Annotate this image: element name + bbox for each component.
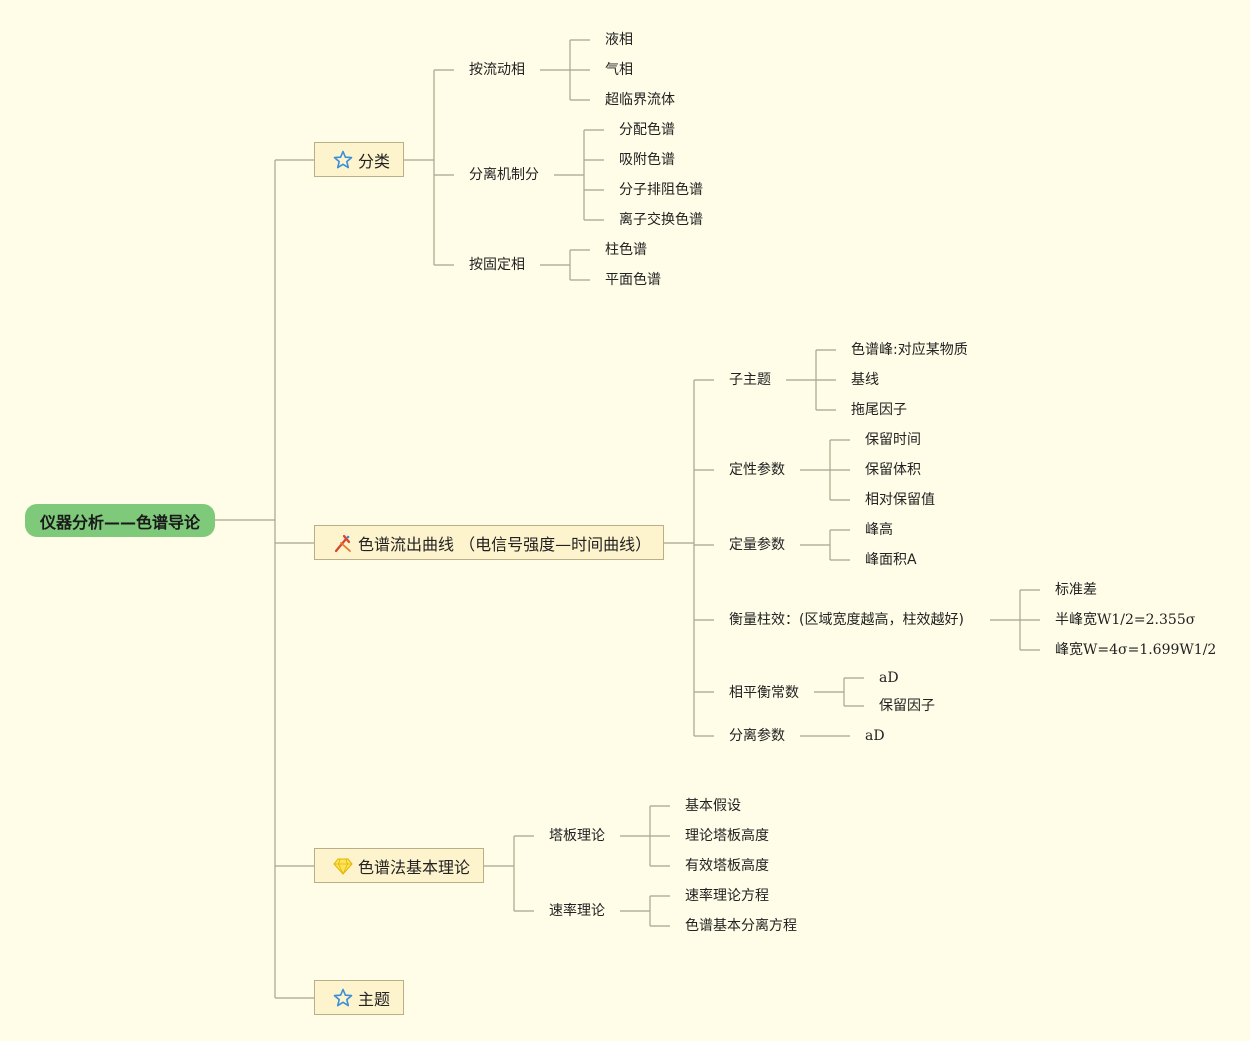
leaf-node[interactable]: 保留因子 <box>879 698 935 714</box>
leaf-node[interactable]: 峰高 <box>865 522 893 538</box>
leaf-node[interactable]: 离子交换色谱 <box>619 212 703 228</box>
node-equilibrium[interactable]: 相平衡常数 <box>729 685 799 701</box>
leaf-node[interactable]: 液相 <box>605 32 633 48</box>
node-qualitative[interactable]: 定性参数 <box>729 462 785 478</box>
leaf-node[interactable]: 平面色谱 <box>605 272 661 288</box>
branch-label: 分类 <box>358 151 391 171</box>
leaf-node[interactable]: aD <box>879 670 899 686</box>
leaf-node[interactable]: 相对保留值 <box>865 492 935 508</box>
leaf-node[interactable]: 色谱基本分离方程 <box>685 918 797 934</box>
node-by-stationary-phase[interactable]: 按固定相 <box>469 257 525 273</box>
node-efficiency[interactable]: 衡量柱效：(区域宽度越高，柱效越好) <box>729 612 964 628</box>
branch-topic[interactable]: 主题 <box>314 980 404 1015</box>
tools-icon <box>333 533 353 553</box>
branch-label: 主题 <box>358 989 391 1009</box>
node-rate-theory[interactable]: 速率理论 <box>549 903 605 919</box>
leaf-node[interactable]: 基本假设 <box>685 798 741 814</box>
leaf-node[interactable]: 基线 <box>851 372 879 388</box>
branch-label: 色谱流出曲线 （电信号强度—时间曲线） <box>358 534 652 554</box>
leaf-node[interactable]: 分子排阻色谱 <box>619 182 703 198</box>
leaf-node[interactable]: 速率理论方程 <box>685 888 769 904</box>
leaf-node[interactable]: 半峰宽W1/2=2.355σ <box>1055 612 1196 628</box>
leaf-node[interactable]: 气相 <box>605 62 633 78</box>
leaf-node[interactable]: 保留时间 <box>865 432 921 448</box>
star-icon <box>333 988 353 1008</box>
leaf-node[interactable]: 色谱峰:对应某物质 <box>851 342 968 358</box>
root-node[interactable]: 仪器分析——色谱导论 <box>25 504 215 537</box>
branch-label: 色谱法基本理论 <box>358 857 471 877</box>
leaf-node[interactable]: 峰面积A <box>865 552 917 568</box>
leaf-node[interactable]: aD <box>865 728 885 744</box>
leaf-node[interactable]: 柱色谱 <box>605 242 647 258</box>
node-plate-theory[interactable]: 塔板理论 <box>549 828 605 844</box>
leaf-node[interactable]: 标准差 <box>1055 582 1097 598</box>
node-by-mobile-phase[interactable]: 按流动相 <box>469 62 525 78</box>
leaf-node[interactable]: 拖尾因子 <box>851 402 907 418</box>
branch-theory[interactable]: 色谱法基本理论 <box>314 848 484 883</box>
node-subtopic[interactable]: 子主题 <box>729 372 771 388</box>
node-separation[interactable]: 分离参数 <box>729 728 785 744</box>
leaf-node[interactable]: 超临界流体 <box>605 92 675 108</box>
leaf-node[interactable]: 理论塔板高度 <box>685 828 769 844</box>
leaf-node[interactable]: 吸附色谱 <box>619 152 675 168</box>
branch-classification[interactable]: 分类 <box>314 142 404 177</box>
leaf-node[interactable]: 有效塔板高度 <box>685 858 769 874</box>
diamond-icon <box>333 856 353 876</box>
node-quantitative[interactable]: 定量参数 <box>729 537 785 553</box>
root-label: 仪器分析——色谱导论 <box>39 512 200 532</box>
star-icon <box>333 150 353 170</box>
leaf-node[interactable]: 分配色谱 <box>619 122 675 138</box>
node-by-mechanism[interactable]: 分离机制分 <box>469 167 539 183</box>
branch-curve[interactable]: 色谱流出曲线 （电信号强度—时间曲线） <box>314 525 664 560</box>
leaf-node[interactable]: 保留体积 <box>865 462 921 478</box>
leaf-node[interactable]: 峰宽W=4σ=1.699W1/2 <box>1055 642 1217 658</box>
